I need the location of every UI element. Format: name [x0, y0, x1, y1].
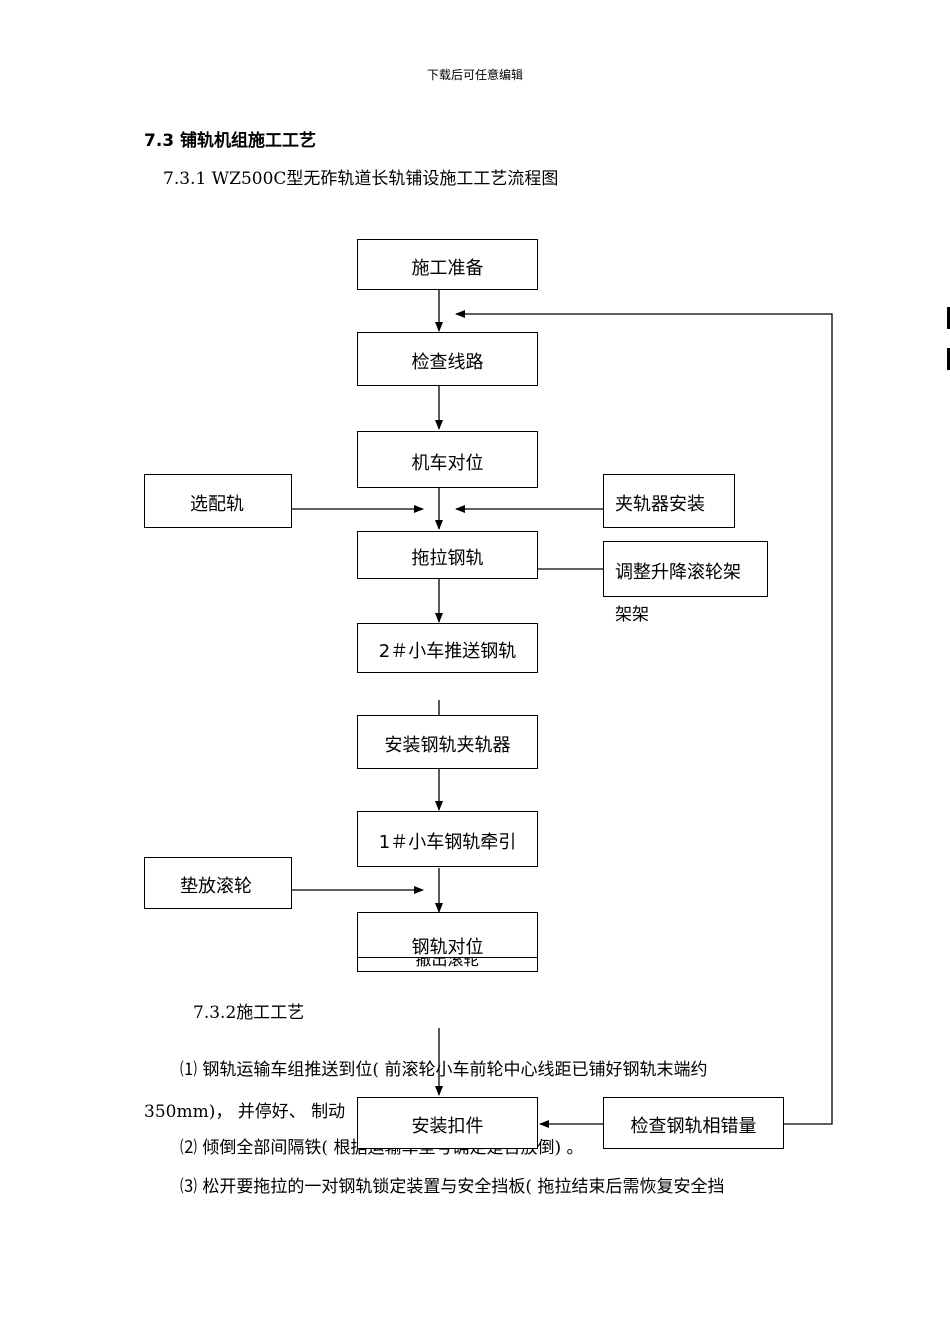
step-label: 2＃小车推送钢轨	[378, 641, 517, 662]
input-check-misalignment: 检查钢轨相错量	[603, 1097, 784, 1149]
step-rail-alignment: 钢轨对位	[357, 912, 538, 972]
input-label: 选配轨	[190, 494, 244, 515]
hidden-fragment-text: 撤出滚轮	[415, 958, 480, 969]
input-label: 垫放滚轮	[180, 876, 252, 897]
step-label: 安装扣件	[411, 1116, 484, 1137]
step-install-fasteners: 安装扣件	[357, 1097, 538, 1149]
input-place-roller: 垫放滚轮	[144, 857, 292, 909]
step-label: 拖拉钢轨	[411, 548, 484, 569]
section-heading: 7.3 铺轨机组施工工艺	[144, 131, 317, 151]
step-cart2-push-rail: 2＃小车推送钢轨	[357, 623, 538, 673]
paragraph-1-line-2: 350mm)， 并停好、 制动	[144, 1102, 346, 1122]
step-label: 机车对位	[411, 452, 484, 474]
input-select-rail: 选配轨	[144, 474, 292, 528]
page-edge-mark	[947, 307, 950, 329]
input-label: 调整升降滚轮架	[615, 562, 741, 583]
page-header-note: 下载后可任意编辑	[426, 68, 523, 82]
paragraph-1-line-1: ⑴ 钢轨运输车组推送到位( 前滚轮小车前轮中心线距已铺好钢轨末端约	[180, 1060, 708, 1080]
step-drag-rail: 拖拉钢轨	[357, 531, 538, 579]
overflow-text: 架架	[615, 605, 649, 625]
step-label: 1＃小车钢轨牵引	[378, 832, 517, 853]
step-label: 安装钢轨夹轨器	[384, 735, 511, 756]
arrow-feedback-loop	[455, 310, 833, 1125]
step-construction-prep: 施工准备	[357, 239, 538, 290]
input-label: 检查钢轨相错量	[630, 1116, 757, 1137]
input-adjust-roller-frame: 调整升降滚轮架	[603, 541, 768, 597]
page-edge-mark	[947, 348, 950, 370]
step-label: 检查线路	[411, 352, 484, 373]
process-subheading: 7.3.2施工工艺	[193, 1003, 305, 1023]
step-label: 钢轨对位	[411, 937, 484, 958]
paragraph-3: ⑶ 松开要拖拉的一对钢轨锁定装置与安全挡板( 拖拉结束后需恢复安全挡	[180, 1177, 725, 1197]
step-label: 施工准备	[411, 257, 484, 279]
flowchart-subheading: 7.3.1 WZ500C型无砟轨道长轨铺设施工工艺流程图	[163, 169, 559, 189]
input-label: 夹轨器安装	[615, 494, 705, 515]
step-locomotive-position: 机车对位	[357, 431, 538, 488]
alignment-box-divider	[358, 957, 537, 958]
input-clamp-install: 夹轨器安装	[603, 474, 735, 528]
step-install-rail-clamp: 安装钢轨夹轨器	[357, 715, 538, 769]
step-check-line: 检查线路	[357, 332, 538, 386]
step-cart1-pull-rail: 1＃小车钢轨牵引	[357, 811, 538, 867]
